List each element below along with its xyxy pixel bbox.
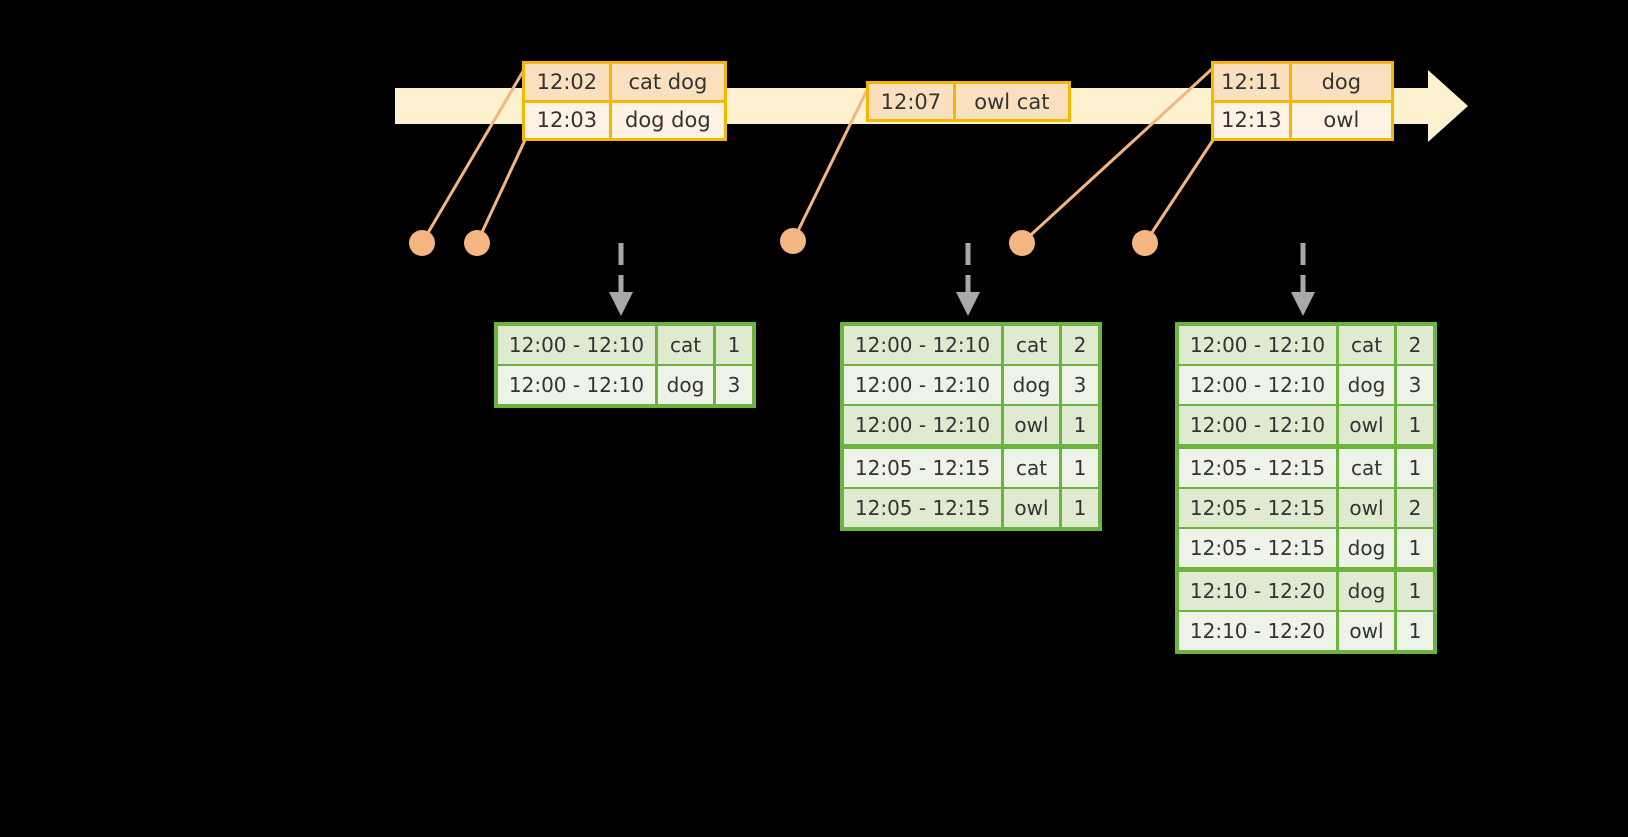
- cell-count: 1: [1073, 413, 1087, 437]
- marker-dot-2[interactable]: [464, 230, 490, 256]
- event-row: 12:13 owl: [1214, 99, 1391, 138]
- cell-key: owl: [1339, 489, 1397, 527]
- cell-key: dog: [1339, 572, 1397, 610]
- cell-window: 12:00 - 12:10: [1179, 406, 1339, 444]
- event-payload: dog: [1321, 69, 1362, 94]
- result-table-1: 12:00 - 12:10 cat 1 12:00 - 12:10 dog 3: [494, 322, 756, 408]
- cell-window: 12:00 - 12:10: [844, 406, 1004, 444]
- cell-window: 12:10 - 12:20: [1179, 612, 1339, 650]
- event-time: 12:11: [1214, 64, 1292, 100]
- cell-window: 12:10 - 12:20: [1179, 572, 1339, 610]
- cell-window: 12:00 - 12:10: [498, 366, 658, 404]
- event-time: 12:02: [525, 64, 612, 100]
- cell-count: 1: [1408, 413, 1422, 437]
- table-row: 12:00 - 12:10 dog 3: [1179, 364, 1433, 404]
- event-box-1: 12:02 cat dog 12:03 dog dog: [522, 61, 727, 141]
- cell-key: cat: [1339, 326, 1397, 364]
- table-row: 12:00 - 12:10 cat 2: [844, 326, 1098, 364]
- event-payload: cat dog: [628, 69, 708, 94]
- cell-count: 2: [1408, 333, 1422, 357]
- cell-window: 12:05 - 12:15: [844, 489, 1004, 527]
- cell-count: 1: [1073, 456, 1087, 480]
- cell-key: owl: [1004, 489, 1062, 527]
- event-time: 12:07: [869, 84, 956, 119]
- table-row: 12:00 - 12:10 owl 1: [1179, 404, 1433, 444]
- event-row: 12:07 owl cat: [869, 84, 1068, 119]
- cell-count: 1: [1408, 456, 1422, 480]
- event-payload: owl cat: [974, 89, 1050, 114]
- table-row: 12:00 - 12:10 dog 3: [844, 364, 1098, 404]
- marker-dot-4[interactable]: [1009, 230, 1035, 256]
- event-time: 12:13: [1214, 102, 1292, 138]
- cell-count: 1: [1408, 619, 1422, 643]
- cell-key: dog: [1339, 366, 1397, 404]
- cell-count: 3: [727, 373, 741, 397]
- cell-window: 12:05 - 12:15: [1179, 489, 1339, 527]
- cell-key: cat: [1004, 326, 1062, 364]
- timeline-arrowhead: [1428, 70, 1468, 142]
- cell-count: 2: [1408, 496, 1422, 520]
- event-time: 12:03: [525, 102, 612, 138]
- cell-key: cat: [1004, 449, 1062, 487]
- cell-key: dog: [658, 366, 716, 404]
- cell-count: 3: [1408, 373, 1422, 397]
- table-row: 12:05 - 12:15 owl 2: [1179, 487, 1433, 527]
- result-table-3: 12:00 - 12:10 cat 2 12:00 - 12:10 dog 3 …: [1175, 322, 1437, 654]
- event-row: 12:11 dog: [1214, 64, 1391, 100]
- event-row: 12:03 dog dog: [525, 99, 724, 138]
- cell-count: 1: [1073, 496, 1087, 520]
- cell-key: dog: [1004, 366, 1062, 404]
- table-row: 12:00 - 12:10 dog 3: [498, 364, 752, 404]
- table-row: 12:05 - 12:15 cat 1: [1179, 444, 1433, 487]
- table-row: 12:05 - 12:15 cat 1: [844, 444, 1098, 487]
- event-payload: dog dog: [625, 108, 711, 133]
- event-box-2: 12:07 owl cat: [866, 81, 1071, 122]
- cell-window: 12:00 - 12:10: [1179, 326, 1339, 364]
- cell-count: 1: [727, 333, 741, 357]
- cell-window: 12:00 - 12:10: [498, 326, 658, 364]
- cell-window: 12:05 - 12:15: [1179, 529, 1339, 567]
- cell-key: cat: [1339, 449, 1397, 487]
- cell-window: 12:00 - 12:10: [1179, 366, 1339, 404]
- result-table-2: 12:00 - 12:10 cat 2 12:00 - 12:10 dog 3 …: [840, 322, 1102, 531]
- event-payload: owl: [1323, 108, 1360, 133]
- cell-key: dog: [1339, 529, 1397, 567]
- cell-window: 12:05 - 12:15: [1179, 449, 1339, 487]
- table-row: 12:10 - 12:20 owl 1: [1179, 610, 1433, 650]
- cell-count: 1: [1408, 536, 1422, 560]
- table-row: 12:05 - 12:15 dog 1: [1179, 527, 1433, 567]
- cell-window: 12:00 - 12:10: [844, 366, 1004, 404]
- event-box-3: 12:11 dog 12:13 owl: [1211, 61, 1394, 141]
- cell-count: 3: [1073, 373, 1087, 397]
- table-row: 12:00 - 12:10 cat 2: [1179, 326, 1433, 364]
- cell-key: owl: [1339, 612, 1397, 650]
- cell-count: 1: [1408, 579, 1422, 603]
- cell-window: 12:00 - 12:10: [844, 326, 1004, 364]
- table-row: 12:10 - 12:20 dog 1: [1179, 567, 1433, 610]
- marker-dot-5[interactable]: [1132, 230, 1158, 256]
- cell-count: 2: [1073, 333, 1087, 357]
- table-row: 12:05 - 12:15 owl 1: [844, 487, 1098, 527]
- table-row: 12:00 - 12:10 owl 1: [844, 404, 1098, 444]
- cell-key: cat: [658, 326, 716, 364]
- marker-dot-3[interactable]: [780, 228, 806, 254]
- event-row: 12:02 cat dog: [525, 64, 724, 100]
- table-row: 12:00 - 12:10 cat 1: [498, 326, 752, 364]
- cell-window: 12:05 - 12:15: [844, 449, 1004, 487]
- cell-key: owl: [1339, 406, 1397, 444]
- cell-key: owl: [1004, 406, 1062, 444]
- marker-dot-1[interactable]: [409, 230, 435, 256]
